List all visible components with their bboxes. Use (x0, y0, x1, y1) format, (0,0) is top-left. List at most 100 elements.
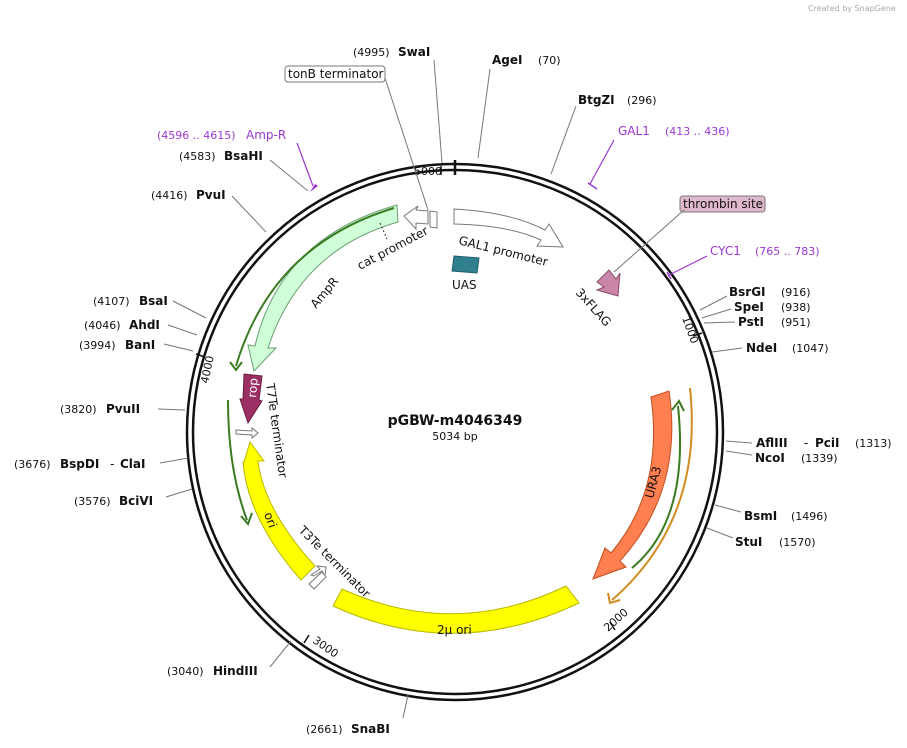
gal1-primer-name: GAL1 (618, 124, 650, 138)
site-name-bspdi: BspDI (60, 457, 99, 471)
amp-r-primer-mark (310, 184, 318, 192)
amp-r-primer-leader (296, 142, 314, 187)
site-name-swai: SwaI (398, 45, 430, 59)
site-name-hindiii: HindIII (213, 664, 258, 678)
site-name-bani: BanI (125, 338, 155, 352)
plasmid-name: pGBW-m4046349 (388, 413, 523, 429)
orange-strand-arrowhead (607, 592, 621, 605)
site-pos-agei: (70) (538, 54, 561, 67)
site-name-agei: AgeI (492, 53, 522, 67)
uas-label: UAS (452, 278, 477, 292)
tick-3000 (303, 634, 310, 644)
ura3-strand-line (631, 405, 681, 569)
flag-feature (595, 269, 621, 297)
site-name-snabi: SnaBI (351, 722, 390, 736)
site-pos-snabi: (2661) (306, 723, 343, 736)
tick-1000 (692, 332, 703, 337)
ori-arrow (242, 440, 316, 581)
uas-feature (451, 255, 480, 274)
two-micron-label: 2μ ori (437, 623, 472, 637)
site-pos-pvuii: (3820) (60, 403, 97, 416)
site-name-pvuii: PvuII (106, 402, 140, 416)
ura3-strand-arrowhead (671, 399, 685, 412)
gal1-primer-mark (587, 182, 598, 190)
amp-r-primer-range: (4596 .. 4615) (157, 129, 236, 142)
site-name-spei: SpeI (734, 300, 764, 314)
amp-r-primer-name: Amp-R (246, 128, 286, 142)
thrombin-site-leader (613, 209, 685, 273)
tonb-terminator-label: tonB terminator (288, 67, 384, 81)
cyc1-primer-range: (765 .. 783) (755, 245, 820, 258)
rop-arrow (239, 373, 263, 425)
gal1-primer-range: (413 .. 436) (665, 125, 730, 138)
two-micron-ori (332, 585, 580, 634)
cat-promoter-small-2 (403, 205, 429, 231)
site-pos-psti: (951) (781, 316, 811, 329)
site-name-bsai: BsaI (139, 294, 168, 308)
site-pos-bcivi: (3576) (74, 495, 111, 508)
tonb-terminator-box (284, 65, 386, 83)
site-name-bsrgi: BsrGI (729, 285, 766, 299)
tick-4000 (195, 353, 206, 358)
t7te-arrow (235, 426, 259, 440)
left-strand-line (227, 399, 248, 521)
site-pos-ahdi: (4046) (84, 319, 121, 332)
cyc1-primer-mark (666, 271, 672, 280)
cat-promoter-small-1 (429, 210, 438, 229)
rop-label: rop (245, 377, 261, 398)
tick-label-4000: 4000 (198, 355, 217, 385)
site-name-bsahi: BsaHI (224, 149, 263, 163)
tick-label-3000: 3000 (310, 634, 340, 661)
site-name-ahdi: AhdI (129, 318, 160, 332)
thrombin-site-box (679, 195, 766, 213)
site-pos-swai: (4995) (353, 46, 390, 59)
site-pos-bsahi: (4583) (179, 150, 216, 163)
orange-strand-line (611, 387, 693, 601)
thrombin-site-label: thrombin site (683, 197, 763, 211)
snapgene-branding: Created by SnapGene (808, 4, 896, 13)
cat-promoter-divider (379, 222, 388, 240)
site-pos-bsai: (4107) (93, 295, 130, 308)
ampr-arrow (247, 204, 399, 373)
site-pos-bani: (3994) (79, 339, 116, 352)
site-name-psti: PstI (738, 315, 764, 329)
site-name-afliii: AflIII (756, 436, 788, 450)
gal1-primer-leader (589, 139, 615, 185)
cyc1-primer-leader (668, 255, 708, 276)
t7te-label: T7Te terminator (263, 381, 290, 478)
site-pos-stui: (1570) (779, 536, 816, 549)
site-name-pcii: PciI (815, 436, 840, 450)
site-sep-bspdi: - (110, 457, 114, 471)
site-pos-ncoi: (1339) (801, 452, 838, 465)
site-name-clai: ClaI (120, 457, 145, 471)
site-name-btgzi: BtgZI (578, 93, 615, 107)
site-pos-bspdi: (3676) (14, 458, 51, 471)
tick-2000 (609, 621, 616, 631)
site-sep-afliii: - (804, 436, 808, 450)
tick-label-5000: 5000 (414, 165, 442, 178)
ura3-arrow (592, 390, 673, 580)
site-name-stui: StuI (735, 535, 762, 549)
site-name-ncoi: NcoI (755, 451, 785, 465)
ampr-strand-line (235, 207, 395, 367)
site-pos-afliii: (1313) (855, 437, 892, 450)
plasmid-length: 5034 bp (432, 430, 477, 443)
left-strand-arrowhead (240, 512, 253, 526)
site-pos-btgzi: (296) (627, 94, 657, 107)
site-pos-pvui: (4416) (151, 189, 188, 202)
t3te-box (308, 571, 327, 590)
site-name-bcivi: BciVI (119, 494, 153, 508)
site-pos-bsmi: (1496) (791, 510, 828, 523)
site-name-bsmi: BsmI (744, 509, 777, 523)
cyc1-primer-name: CYC1 (710, 244, 741, 258)
ampr-label: AmpR (308, 274, 342, 310)
site-pos-ndei: (1047) (792, 342, 829, 355)
gal1-promoter-arrow (453, 208, 564, 248)
site-name-pvui: PvuI (196, 188, 226, 202)
ori-label: ori (261, 510, 279, 529)
site-pos-hindiii: (3040) (167, 665, 204, 678)
site-pos-bsrgi: (916) (781, 286, 811, 299)
site-pos-spei: (938) (781, 301, 811, 314)
tonb-terminator-leader (384, 77, 429, 211)
